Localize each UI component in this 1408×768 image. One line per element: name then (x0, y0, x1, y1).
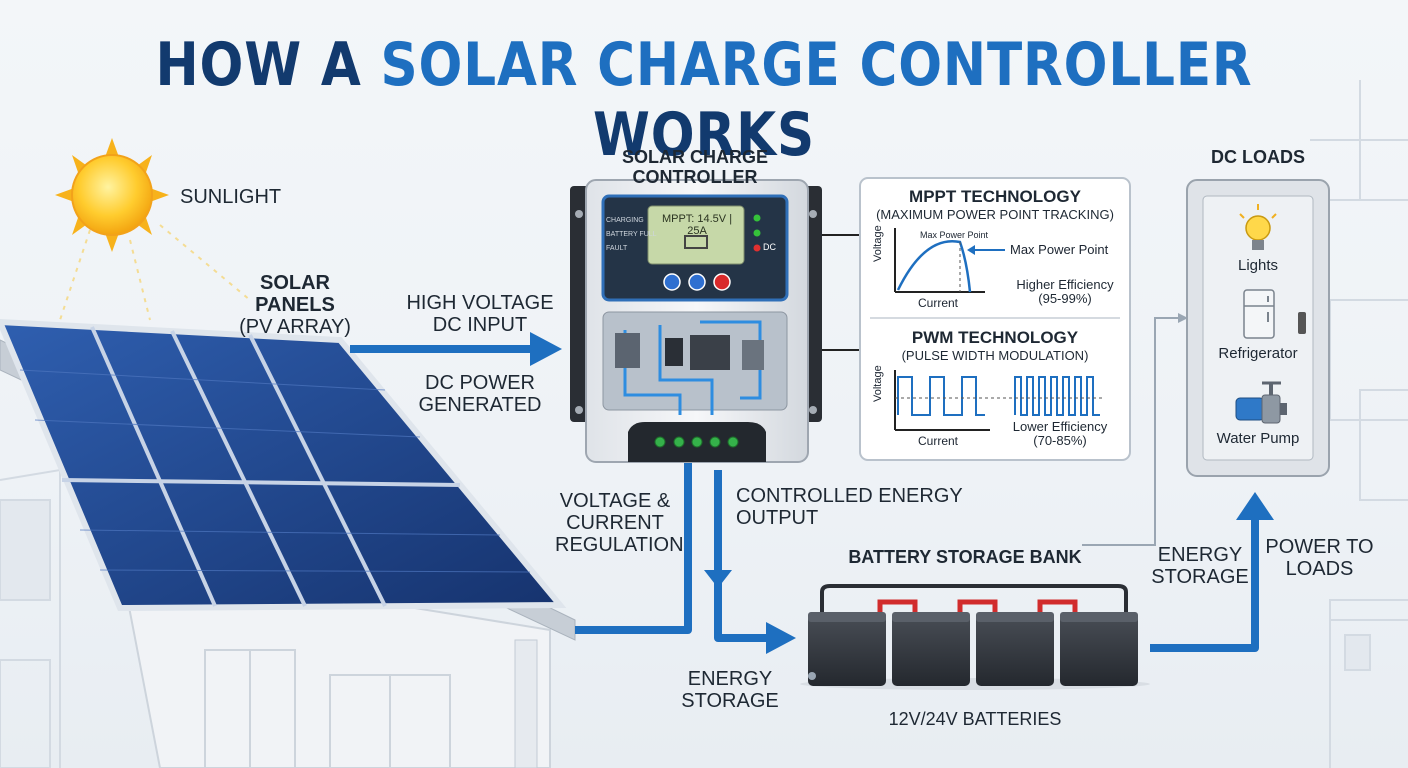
status-battery-full: BATTERY FULL (606, 231, 657, 238)
sun-rays (59, 224, 251, 321)
mppt-efficiency: Higher Efficiency (95-99%) (1005, 277, 1125, 307)
mppt-efficiency-line-2: (95-99%) (1038, 291, 1092, 307)
pwm-axis-y: Voltage (872, 365, 884, 402)
energy-storage-left-line-1: ENERGY (687, 668, 773, 690)
controller-display-text: MPPT: 14.5V | 25A (661, 213, 733, 237)
dc-loads-title: DC LOADS (1211, 147, 1305, 167)
arrow-to-battery (714, 575, 770, 642)
pwm-efficiency: Lower Efficiency (70-85%) (1000, 419, 1120, 449)
pwm-title: PWM TECHNOLOGY (911, 328, 1079, 347)
solar-panels-label: SOLAR PANELS (PV ARRAY) (220, 272, 370, 338)
energy-storage-left-line-2: STORAGE (681, 690, 779, 712)
solar-panels-title: SOLAR PANELS (255, 272, 335, 316)
solar-panels-subtitle: (PV ARRAY) (239, 316, 351, 338)
load-item-water-pump: Water Pump (1216, 430, 1300, 447)
pwm-axis-x: Current (918, 434, 959, 448)
regulation-line-3: REGULATION (555, 534, 684, 556)
regulation-line-1: VOLTAGE & (559, 490, 671, 512)
technology-box (859, 177, 1131, 461)
dc-input-line-1: HIGH VOLTAGE (406, 292, 554, 314)
controller-title: SOLAR CHARGE CONTROLLER (621, 147, 768, 187)
battery-cells (808, 612, 1138, 686)
dc-power-label: DC POWER GENERATED (405, 372, 555, 416)
background-buildings (0, 80, 1408, 768)
load-item-lights: Lights (1237, 257, 1279, 274)
status-charging: CHARGING (606, 217, 644, 224)
mppt-peak-label: Max Power Point (920, 230, 989, 240)
battery-bank (800, 584, 1150, 690)
power-to-loads-line-2: LOADS (1285, 558, 1354, 580)
flow-arrows (350, 345, 1259, 652)
water-pump-icon (1235, 381, 1287, 424)
title-part-3: WORKS (593, 100, 815, 170)
mppt-arrow-label: Max Power Point (1010, 242, 1109, 257)
energy-storage-right-line-1: ENERGY (1157, 544, 1243, 566)
light-bulb-icon (1239, 204, 1277, 250)
controlled-output-line-2: OUTPUT (736, 507, 819, 529)
sun-icon (55, 138, 169, 252)
regulation-label: VOLTAGE & CURRENT REGULATION (555, 490, 684, 556)
controller-dc-label: DC (763, 242, 776, 252)
storage-connector (1082, 317, 1180, 546)
battery-caption: 12V/24V BATTERIES (888, 709, 1062, 729)
mppt-axis-x: Current (918, 296, 959, 310)
battery-bank-title: BATTERY STORAGE BANK (848, 547, 1082, 567)
solar-panels-group (0, 318, 567, 612)
arrow-regulation (575, 460, 692, 634)
dc-power-line-2: GENERATED (418, 394, 542, 416)
pwm-wave-slow (897, 376, 985, 416)
title-part-1: HOW A (155, 30, 381, 100)
load-item-refrigerator: Refrigerator (1218, 345, 1298, 362)
pwm-efficiency-line-2: (70-85%) (1033, 433, 1087, 449)
pwm-subtitle: (PULSE WIDTH MODULATION) (901, 348, 1089, 363)
dc-power-line-1: DC POWER (425, 372, 535, 394)
power-to-loads-line-1: POWER TO (1265, 536, 1374, 558)
title-part-accent: SOLAR CHARGE CONTROLLER (380, 30, 1253, 100)
controlled-output-line-1: CONTROLLED ENERGY (736, 485, 963, 507)
mppt-subtitle: (MAXIMUM POWER POINT TRACKING) (876, 207, 1114, 222)
mppt-curve (896, 239, 972, 293)
refrigerator-icon (1243, 289, 1275, 339)
status-fault: FAULT (606, 245, 628, 252)
dc-input-line-2: DC INPUT (432, 314, 528, 336)
mppt-axis-y: Voltage (872, 225, 884, 262)
mppt-title: MPPT TECHNOLOGY (909, 187, 1081, 206)
regulation-line-2: CURRENT (566, 512, 664, 534)
mppt-efficiency-line-1: Higher Efficiency (1016, 277, 1114, 292)
pwm-efficiency-line-1: Lower Efficiency (1012, 419, 1108, 434)
energy-storage-left-label: ENERGY STORAGE (670, 668, 790, 712)
dc-loads-panel (1186, 179, 1330, 477)
controller-status-text: CHARGING BATTERY FULL FAULT (606, 214, 657, 256)
energy-storage-right-line-2: STORAGE (1151, 566, 1249, 588)
page-title: HOW A SOLAR CHARGE CONTROLLER WORKS (99, 30, 1310, 170)
sunlight-label: SUNLIGHT (180, 186, 282, 208)
pwm-wave-fast (1014, 376, 1100, 416)
arrow-power-loads (1150, 520, 1259, 652)
energy-storage-right-label: ENERGY STORAGE (1140, 544, 1260, 588)
power-to-loads-label: POWER TO LOADS (1262, 536, 1377, 580)
controlled-output-label: CONTROLLED ENERGY OUTPUT (736, 485, 963, 529)
charge-controller (570, 179, 822, 463)
dc-input-label: HIGH VOLTAGE DC INPUT (405, 292, 555, 336)
